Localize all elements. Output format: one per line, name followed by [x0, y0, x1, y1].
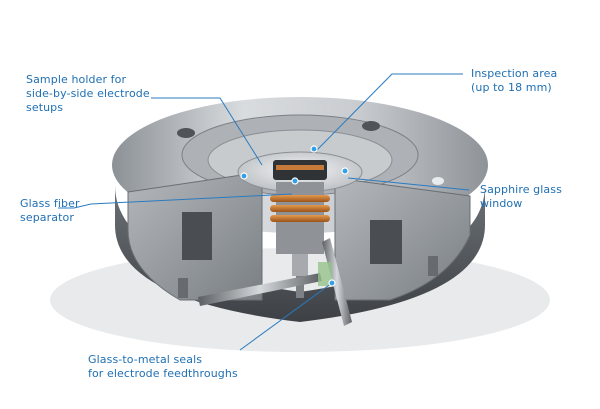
- label-seals-line-2: for electrode feedthroughs: [88, 367, 238, 380]
- leader-seals: [239, 282, 333, 351]
- leader-glass-fiber: [58, 193, 293, 209]
- leader-dots: [240, 145, 349, 287]
- dot-inspection-area: [310, 145, 318, 153]
- feedthrough-rod-left: [198, 273, 322, 306]
- cut-pocket-right: [370, 220, 402, 264]
- label-sample-holder: Sample holder for side-by-side electrode…: [26, 73, 150, 115]
- label-glass-fiber-line-2: separator: [20, 211, 74, 224]
- label-glass-fiber-line-1: Glass fiber: [20, 197, 80, 210]
- label-sample-holder-line-2: side-by-side electrode: [26, 87, 150, 100]
- leader-sapphire: [347, 177, 470, 191]
- glass-seal: [318, 262, 332, 286]
- piston-stem: [292, 254, 308, 276]
- lower-stem: [296, 276, 304, 298]
- label-sample-holder-line-3: setups: [26, 101, 64, 114]
- spring-coil: [270, 195, 330, 222]
- leader-inspection-area: [314, 73, 463, 153]
- screw-right: [362, 121, 380, 131]
- leader-sample-holder: [151, 97, 263, 166]
- leader-lines: [58, 73, 470, 351]
- label-seals: Glass-to-metal seals for electrode feedt…: [88, 353, 238, 381]
- screw-left: [177, 128, 195, 138]
- label-inspection-area-line-1: Inspection area: [471, 67, 558, 80]
- dot-sample-holder: [240, 172, 248, 180]
- dot-seals: [328, 279, 336, 287]
- label-inspection-area-line-2: (up to 18 mm): [471, 81, 552, 94]
- dot-glass-fiber: [291, 177, 299, 185]
- label-sapphire-line-2: window: [480, 197, 523, 210]
- label-sample-holder-line-1: Sample holder for: [26, 73, 127, 86]
- foot-right: [428, 256, 438, 276]
- label-sapphire-line-1: Sapphire glass: [480, 183, 562, 196]
- electrode-strip: [276, 165, 324, 170]
- label-seals-line-1: Glass-to-metal seals: [88, 353, 203, 366]
- cut-pocket-left: [182, 212, 212, 260]
- screw-front-right: [432, 177, 444, 185]
- label-inspection-area: Inspection area (up to 18 mm): [471, 67, 557, 95]
- label-glass-fiber: Glass fiber separator: [20, 197, 80, 225]
- foot-left: [178, 278, 188, 298]
- label-sapphire: Sapphire glass window: [480, 183, 562, 211]
- dot-sapphire: [341, 167, 349, 175]
- feedthrough-rod-right: [322, 238, 352, 326]
